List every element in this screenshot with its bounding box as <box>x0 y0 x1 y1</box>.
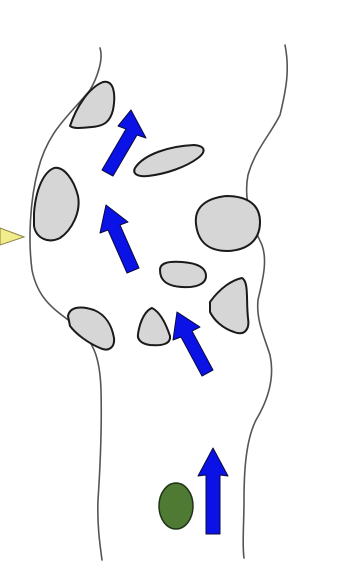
player-token[interactable] <box>159 483 193 529</box>
rock <box>160 262 206 287</box>
rock <box>196 196 260 251</box>
